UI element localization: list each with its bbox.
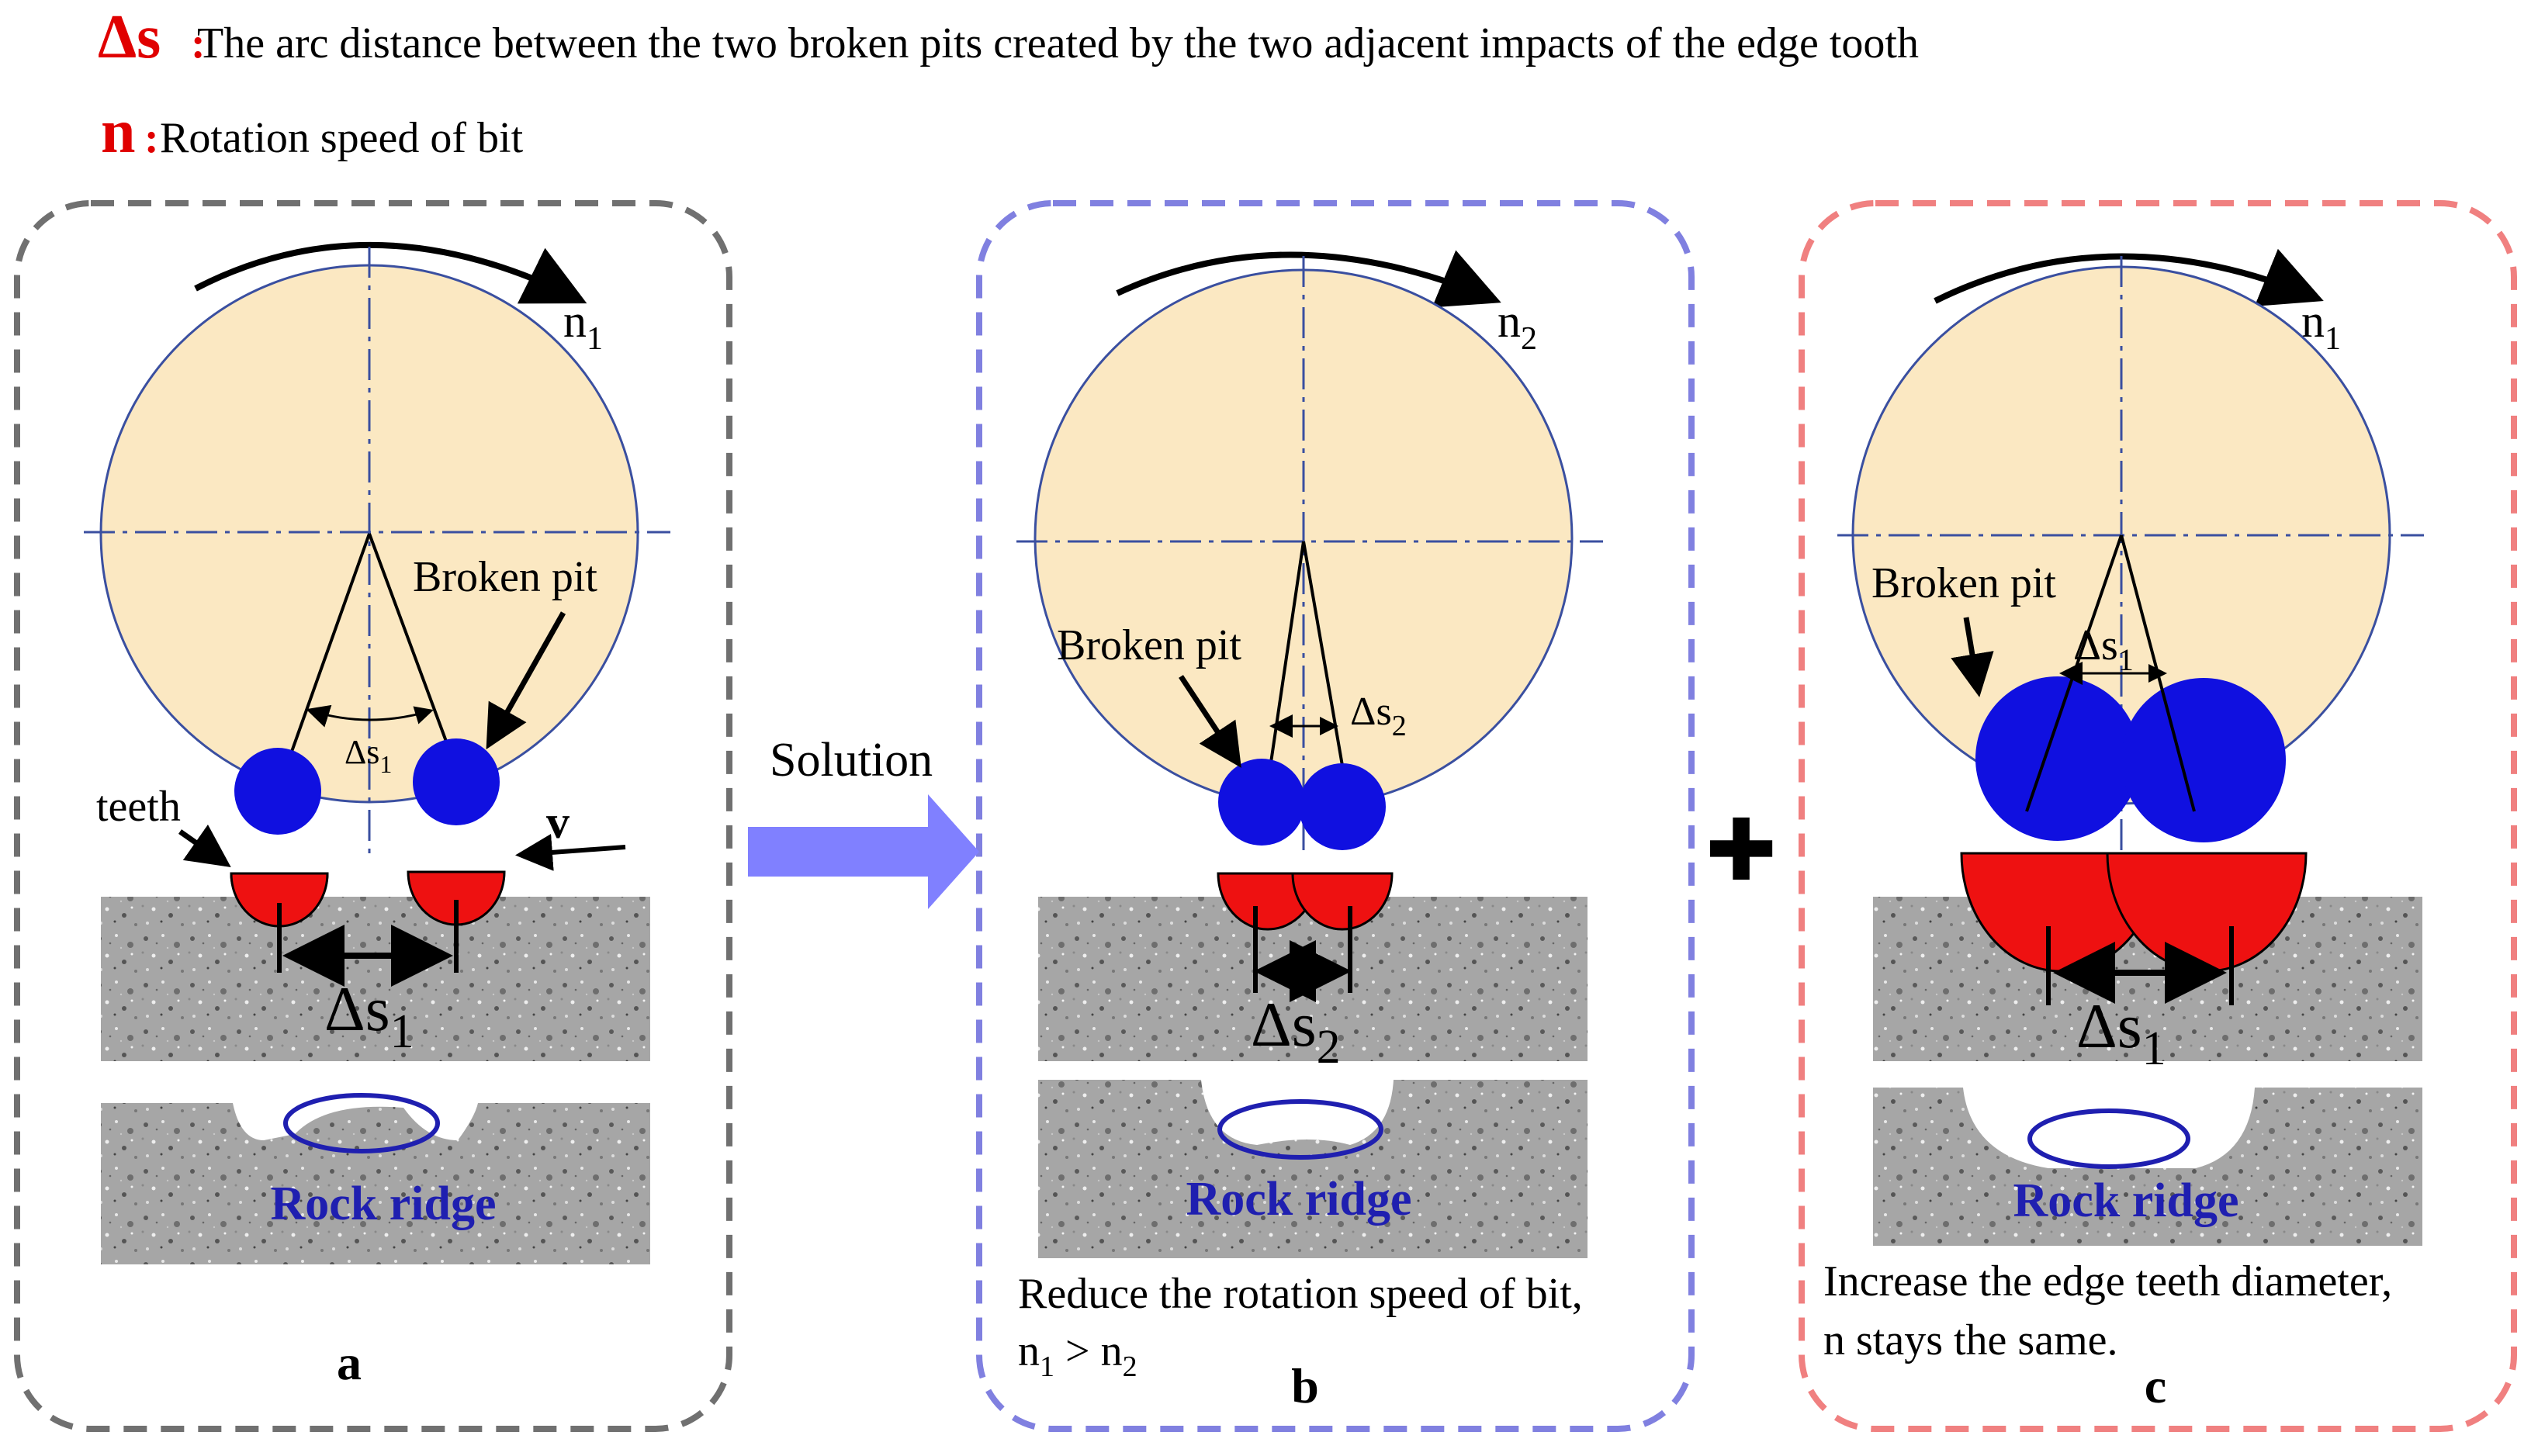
legend-n-colon: : — [144, 114, 159, 162]
panel-letter: c — [2145, 1358, 2166, 1413]
speed-label: n1 — [563, 296, 603, 357]
caption-line-1: Increase the edge teeth diameter, — [1823, 1257, 2392, 1306]
broken-pit-pointer — [1179, 675, 1241, 768]
rotation-arrow-icon — [1934, 248, 2324, 306]
radial-line — [368, 533, 455, 761]
rotation-arrow-icon — [194, 241, 587, 304]
legend-n-text: Rotation speed of bit — [160, 114, 524, 162]
legend-ds-text: The arc distance between the two broken … — [197, 19, 1919, 67]
caption-line-1: Reduce the rotation speed of bit, — [1018, 1270, 1583, 1318]
speed-label: n1 — [2301, 296, 2341, 357]
solution-label: Solution — [770, 734, 933, 787]
rock-block-lower — [1038, 1080, 1588, 1258]
ds-small-label: Δs1 — [2073, 621, 2134, 677]
rock-ridge-outline — [2027, 1108, 2190, 1169]
velocity-arrow-icon — [515, 833, 626, 871]
broken-pit-label: Broken pit — [1057, 621, 1241, 669]
radial-line — [1266, 541, 1305, 784]
broken-pit-pointer — [486, 611, 566, 750]
solution-arrow: Solution — [748, 734, 979, 909]
plus-icon: ✚ — [1705, 801, 1777, 900]
teeth-label: teeth — [96, 783, 181, 831]
legend-ds-symbol: Δs — [98, 3, 161, 71]
broken-pit — [413, 738, 500, 825]
radial-line — [1302, 541, 1347, 784]
broken-pit — [1218, 759, 1305, 846]
velocity-label: v — [546, 797, 570, 848]
ds-large-label: Δs1 — [324, 974, 414, 1058]
panel-a: n1 Δs1 Broken pit teeth v Δs1 Rock — [84, 241, 670, 1390]
teeth-pointer — [178, 824, 231, 868]
broken-pit — [2121, 678, 2286, 842]
ds-small-label: Δs1 — [345, 733, 392, 778]
legend-ds-colon: : — [191, 19, 206, 67]
ds-large-label: Δs2 — [1251, 989, 1341, 1074]
rock-ridge-outline — [1217, 1099, 1383, 1160]
rock-ridge-label: Rock ridge — [1186, 1173, 1411, 1226]
panel-letter: a — [337, 1335, 362, 1390]
panel-b: n2 Δs2 Broken pit Δs2 Rock ridge Reduce … — [1016, 250, 1603, 1413]
edge-tooth — [407, 870, 506, 926]
caption-line-2: n stays the same. — [1823, 1316, 2117, 1364]
broken-pit-label: Broken pit — [1871, 559, 2056, 607]
ds-small-label: Δs2 — [1350, 690, 1407, 742]
rock-ridge-label: Rock ridge — [2013, 1174, 2238, 1227]
rock-ridge-label: Rock ridge — [270, 1178, 496, 1230]
rotation-arrow-icon — [1116, 250, 1501, 308]
rock-block-lower — [1873, 1088, 2422, 1246]
broken-pit-pointer — [1951, 617, 1994, 697]
edge-tooth — [230, 872, 329, 928]
panel-letter: b — [1291, 1358, 1319, 1413]
panel-c: n1 Δs1 Broken pit Δs1 Rock ridge Increas… — [1823, 248, 2424, 1413]
legend-n-symbol: n — [101, 98, 136, 166]
rock-ridge-outline — [283, 1093, 440, 1153]
panel-b-border — [976, 200, 1695, 1432]
speed-label: n2 — [1497, 296, 1537, 357]
solution-arrow-shape — [748, 794, 979, 909]
edge-tooth — [1291, 872, 1394, 931]
radial-line — [287, 533, 371, 761]
caption-line-2: n1 > n2 — [1018, 1327, 1137, 1383]
panel-c-border — [1799, 200, 2517, 1432]
broken-pit — [1299, 763, 1386, 850]
broken-pit-label: Broken pit — [413, 553, 597, 601]
rock-block-lower — [101, 1103, 650, 1264]
broken-pit — [234, 748, 321, 835]
ds-large-label: Δs1 — [2076, 991, 2166, 1075]
legend: Δs : The arc distance between the two br… — [98, 3, 1919, 166]
panel-a-border — [14, 200, 732, 1432]
broken-pit — [1975, 676, 2140, 841]
arc-dimension — [306, 704, 434, 728]
